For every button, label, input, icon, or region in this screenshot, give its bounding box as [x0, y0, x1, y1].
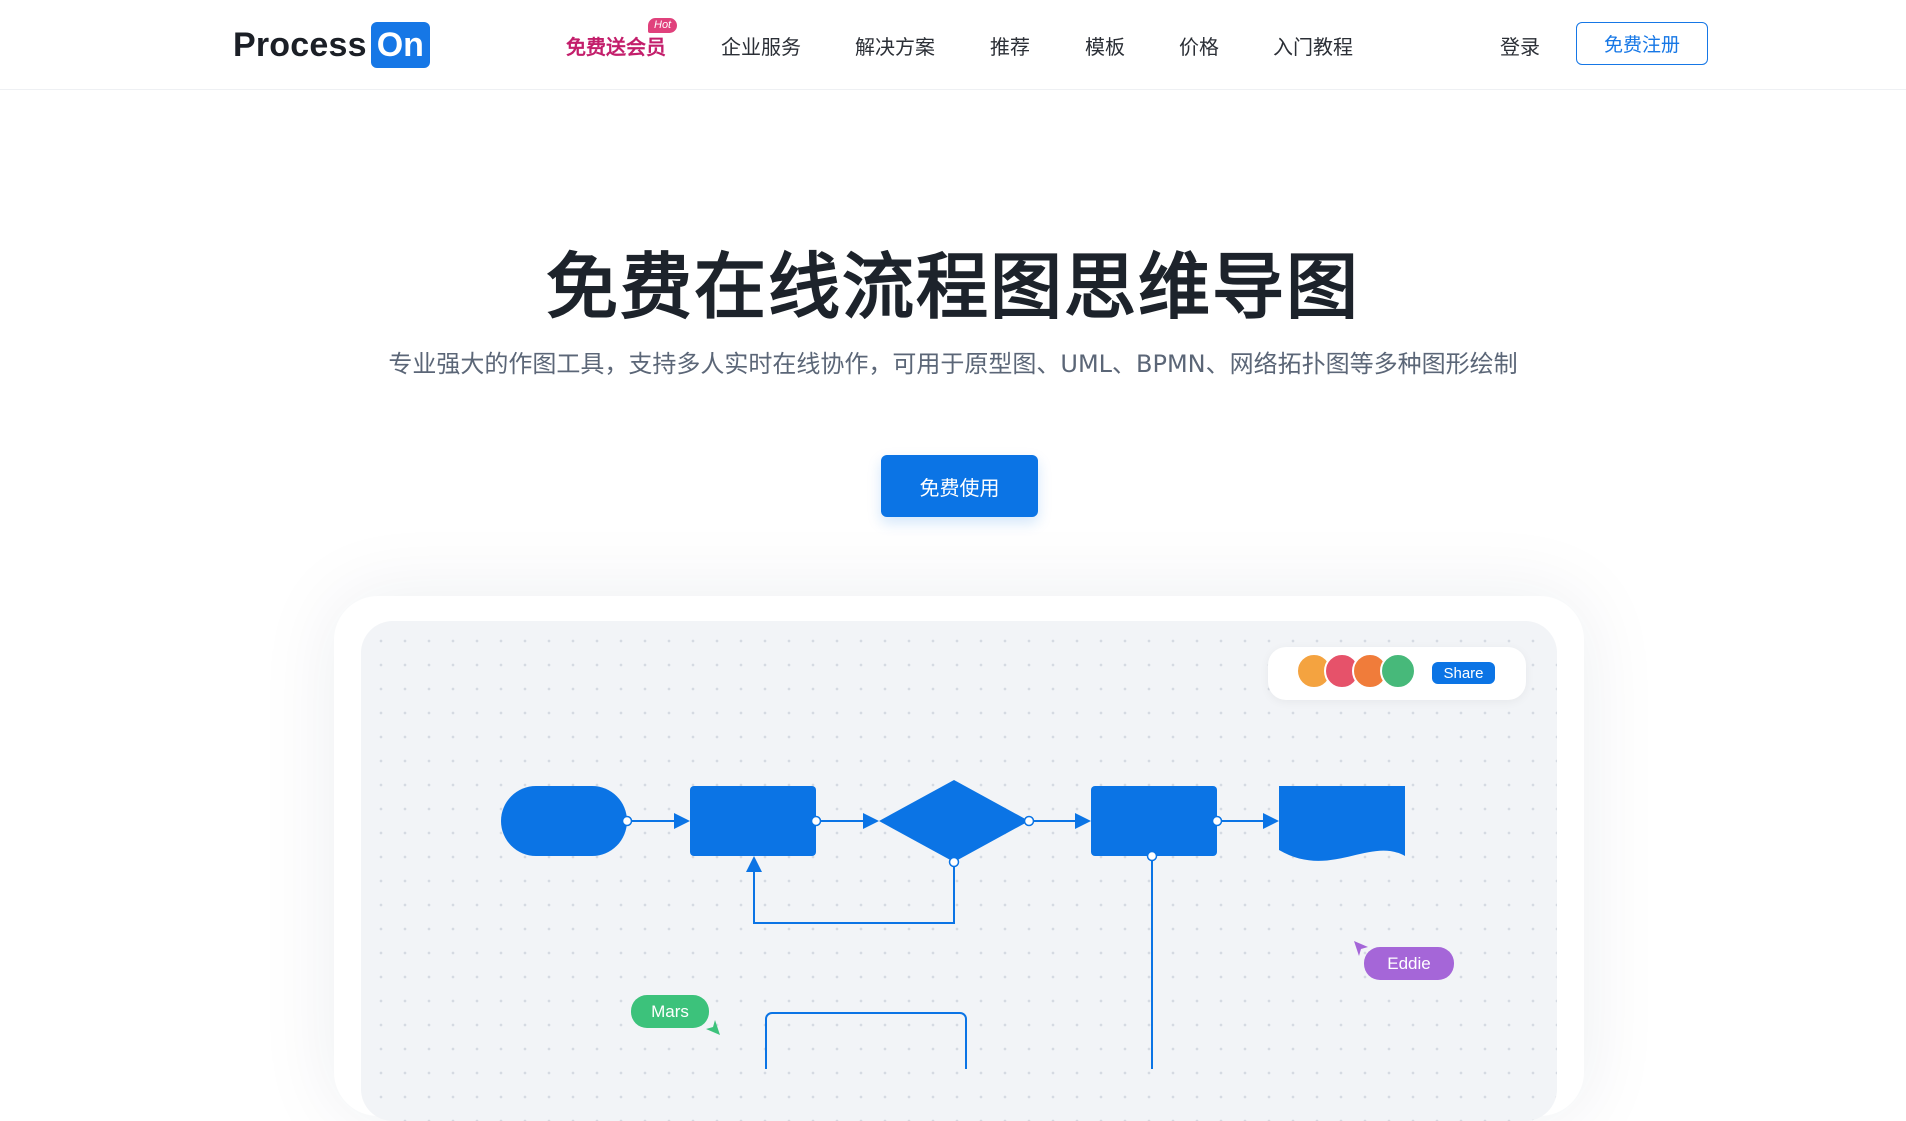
flow-document	[1279, 786, 1405, 861]
register-button[interactable]: 免费注册	[1576, 22, 1708, 65]
free-use-button[interactable]: 免费使用	[881, 455, 1038, 517]
processon-logo[interactable]: Process On	[233, 22, 430, 68]
cursor-mars-icon	[706, 1020, 720, 1035]
nav-pricing[interactable]: 价格	[1179, 35, 1219, 59]
flow-decision	[879, 780, 1029, 862]
nav-templates[interactable]: 模板	[1085, 35, 1125, 59]
flowchart-illustration	[501, 780, 1405, 1069]
flow-process-2	[1091, 786, 1217, 856]
demo-canvas	[361, 621, 1557, 1121]
nav-recommend[interactable]: 推荐	[990, 35, 1030, 59]
nav-free-membership[interactable]: 免费送会员	[566, 35, 666, 59]
avatar	[1380, 653, 1416, 689]
hero-title: 免费在线流程图思维导图	[545, 245, 1360, 329]
flow-terminator	[501, 786, 627, 856]
nav-enterprise-services[interactable]: 企业服务	[721, 35, 801, 59]
collaborator-tag-mars: Mars	[631, 995, 709, 1028]
cursor-eddie-icon	[1354, 941, 1368, 956]
nav-solutions[interactable]: 解决方案	[855, 35, 935, 59]
login-link[interactable]: 登录	[1500, 35, 1540, 59]
flow-process-1	[690, 786, 816, 856]
hot-badge: Hot	[648, 18, 678, 33]
hero-subtitle: 专业强大的作图工具，支持多人实时在线协作，可用于原型图、UML、BPMN、网络拓…	[388, 350, 1518, 378]
share-button[interactable]: Share	[1432, 662, 1495, 684]
collaborator-tag-eddie: Eddie	[1364, 947, 1454, 980]
logo-badge: On	[370, 22, 430, 68]
nav-tutorials[interactable]: 入门教程	[1273, 35, 1353, 59]
logo-text: Process	[233, 25, 367, 64]
top-navbar: Process On 免费送会员 Hot 企业服务 解决方案 推荐 模板 价格 …	[0, 0, 1906, 90]
